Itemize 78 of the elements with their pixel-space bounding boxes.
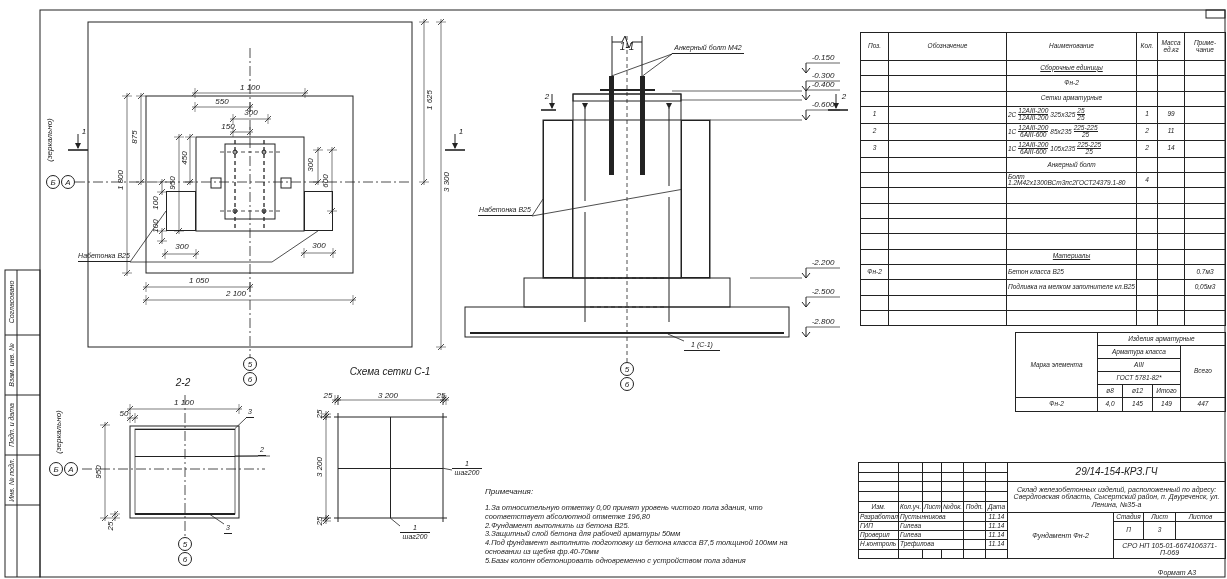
dimension-text: 300 bbox=[307, 158, 315, 172]
leader-line bbox=[234, 417, 247, 429]
dimension-text: 3 300 bbox=[443, 172, 451, 192]
rebar-mesh-line bbox=[470, 332, 784, 334]
dimension-text: 300 bbox=[312, 242, 326, 250]
rebar-line bbox=[135, 513, 235, 515]
notes-heading: Примечания: bbox=[485, 488, 534, 496]
dimension-text: 3 200 bbox=[316, 457, 324, 477]
dimension-text: 25 bbox=[436, 392, 446, 400]
rebar-line bbox=[389, 417, 391, 518]
axis-bubble: Б bbox=[49, 462, 63, 476]
leader-line bbox=[531, 198, 544, 217]
leader-line bbox=[234, 455, 259, 457]
cut-mark-number: 2 bbox=[841, 93, 847, 101]
level-mark: -2.200 bbox=[811, 259, 835, 267]
dimension-text: 300 bbox=[244, 109, 258, 117]
level-mark: -0.600 bbox=[811, 101, 835, 109]
dimension-text: 150 bbox=[221, 123, 235, 131]
section-title: Схема сетки С-1 bbox=[349, 367, 431, 377]
leader-line bbox=[667, 333, 685, 342]
axis-bubble: 5 bbox=[620, 362, 634, 376]
leader-line bbox=[611, 53, 673, 77]
leader-line bbox=[442, 467, 453, 471]
dimension-text: 25 bbox=[316, 516, 324, 526]
dimension-text: 100 bbox=[152, 219, 160, 233]
leader-line bbox=[129, 210, 167, 263]
axis-bubble: 5 bbox=[243, 357, 257, 371]
dimension-text: 1 625 bbox=[426, 90, 434, 110]
rebar-line bbox=[338, 467, 443, 469]
dimension-text: 1 800 bbox=[117, 170, 125, 190]
leader-line bbox=[129, 230, 319, 263]
leader-line bbox=[389, 517, 401, 527]
axis-bubble: Б bbox=[46, 175, 60, 189]
dimension-text: 550 bbox=[215, 98, 229, 106]
axis-bubble: 6 bbox=[620, 377, 634, 391]
axis-bubble: 6 bbox=[243, 372, 257, 386]
drawing-code: 29/14-154-КРЗ.ГЧ bbox=[1007, 462, 1226, 482]
note-text: (зеркально) bbox=[46, 118, 54, 162]
anchor-bolt bbox=[609, 76, 614, 175]
section-title: 1-1 bbox=[619, 42, 635, 52]
cut-mark-number: 1 bbox=[81, 128, 87, 136]
axis-bubble: А bbox=[64, 462, 78, 476]
rebar-line bbox=[135, 455, 235, 457]
dimension-text: 25 bbox=[316, 409, 324, 419]
dimension-text: 1 050 bbox=[189, 277, 209, 285]
concrete-topping-area bbox=[304, 191, 333, 231]
axis-bubble: А bbox=[61, 175, 75, 189]
level-mark: -2.500 bbox=[811, 288, 835, 296]
rebar-line bbox=[135, 428, 235, 430]
level-mark: -0.150 bbox=[811, 54, 835, 62]
dimension-text: 3 200 bbox=[378, 392, 398, 400]
dimension-text: 950 bbox=[95, 465, 103, 479]
anchor-bolt bbox=[640, 76, 645, 175]
dimension-text: 2 100 bbox=[226, 290, 246, 298]
note-text: (зеркально) bbox=[55, 410, 63, 454]
dimension-text: 25 bbox=[107, 521, 115, 531]
axis-bubble: 6 bbox=[178, 552, 192, 566]
dimension-text: 25 bbox=[323, 392, 333, 400]
concrete-topping-area bbox=[543, 120, 573, 278]
level-mark: -0.400 bbox=[811, 81, 835, 89]
concrete-topping-area bbox=[681, 120, 710, 278]
dimension-text: 100 bbox=[152, 196, 160, 210]
leader-line bbox=[642, 53, 673, 77]
dimension-text: 450 bbox=[181, 151, 189, 165]
level-mark: -0.300 bbox=[811, 72, 835, 80]
leader-line bbox=[209, 514, 225, 525]
level-mark: -2.800 bbox=[811, 318, 835, 326]
cut-mark-number: 1 bbox=[458, 128, 464, 136]
leader-line bbox=[531, 189, 682, 217]
dimension-text: 1 100 bbox=[174, 399, 194, 407]
axis-bubble: 5 bbox=[178, 537, 192, 551]
dimension-text: 875 bbox=[131, 130, 139, 144]
dimension-text: 1 100 bbox=[240, 84, 260, 92]
dimension-text: 300 bbox=[175, 243, 189, 251]
dimension-text: 50 bbox=[119, 410, 129, 418]
concrete-topping-area bbox=[166, 191, 196, 231]
section-title: 2-2 bbox=[175, 378, 191, 388]
cut-mark-number: 2 bbox=[544, 93, 550, 101]
